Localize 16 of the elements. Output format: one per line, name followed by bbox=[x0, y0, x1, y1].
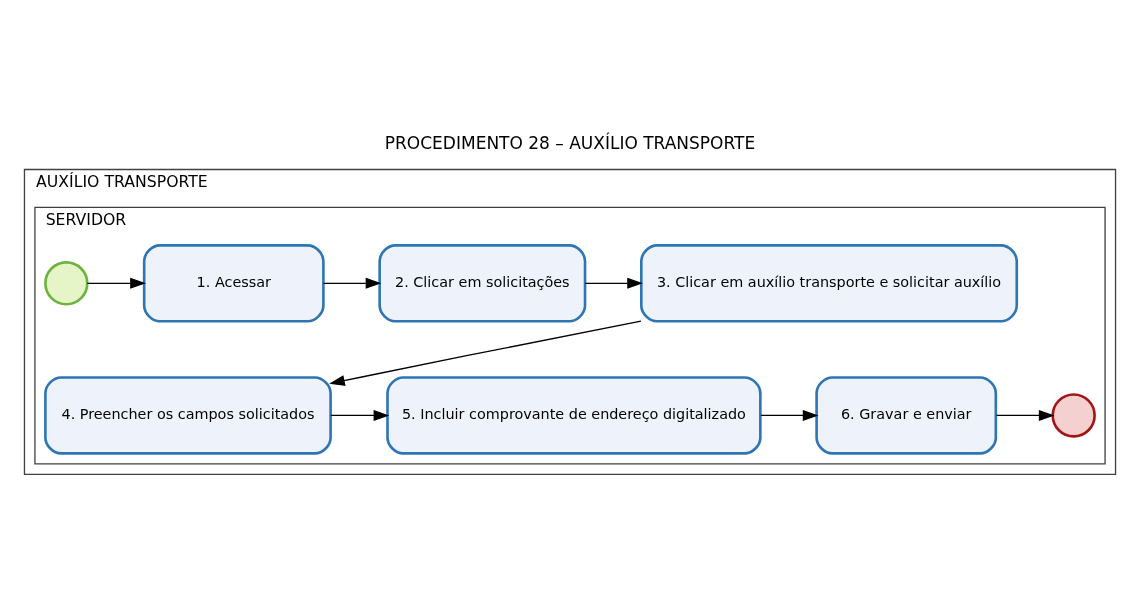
node-box: 4. Preencher os campos solicitados bbox=[44, 375, 332, 455]
node-box: 3. Clicar em auxílio transporte e solicitar auxílio bbox=[640, 243, 1019, 323]
arrow bbox=[760, 409, 819, 421]
arrow bbox=[584, 277, 643, 289]
node-box: 6. Gravar e enviar bbox=[815, 375, 998, 455]
arrow bbox=[330, 409, 390, 421]
arrow bbox=[86, 277, 146, 289]
arrow bbox=[322, 277, 382, 289]
diagram-title: PROCEDIMENTO 28 – AUXÍLIO TRANSPORTE bbox=[384, 132, 756, 153]
arrow bbox=[995, 409, 1055, 421]
node-box: 5. Incluir comprovante de endereço digitalizado bbox=[386, 375, 762, 455]
node-box: 1. Acessar bbox=[142, 243, 325, 323]
arrow bbox=[329, 319, 642, 386]
node-circle bbox=[1051, 392, 1096, 438]
node-circle bbox=[44, 260, 89, 306]
node-box: 2. Clicar em solicitações bbox=[378, 243, 587, 323]
